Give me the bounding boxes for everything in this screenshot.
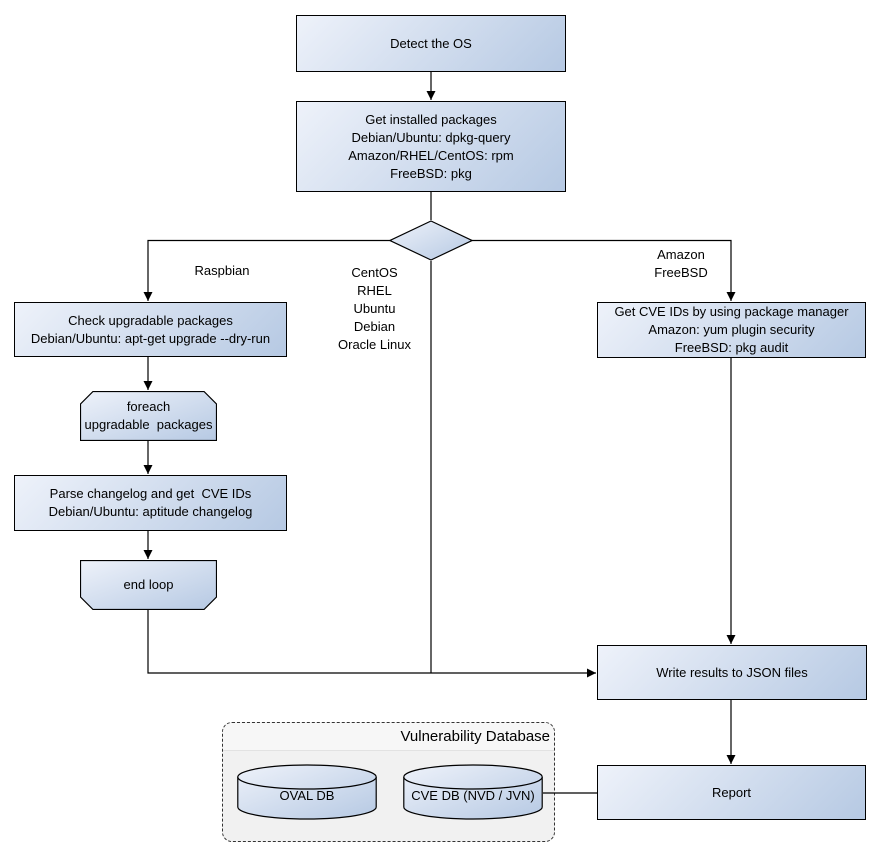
node-foreach-loop-label: foreach upgradable packages	[84, 399, 213, 432]
node-write-results: Write results to JSON files	[597, 645, 867, 700]
node-get-cve-ids-label: Get CVE IDs by using package manager Ama…	[614, 304, 849, 355]
node-end-loop-label: end loop	[123, 577, 174, 592]
cve-db-cylinder-top-edge	[403, 776, 543, 790]
foreach-loop-shape	[80, 391, 217, 441]
edge-decision-to-get-cve-ids	[470, 239, 736, 301]
node-write-results-label: Write results to JSON files	[656, 664, 808, 680]
oval-db-cylinder-shape	[237, 764, 377, 820]
edge-decision-to-check-upgradable	[143, 239, 392, 301]
branch-label-raspbian: Raspbian	[194, 263, 250, 278]
node-oval-db-label: OVAL DB	[279, 788, 335, 803]
node-end-loop: end loop	[80, 560, 217, 610]
node-get-cve-ids: Get CVE IDs by using package manager Ama…	[597, 302, 866, 358]
node-parse-changelog-label: Parse changelog and get CVE IDs Debian/U…	[48, 486, 253, 519]
node-get-installed-packages-label: Get installed packages Debian/Ubuntu: dp…	[348, 111, 514, 181]
node-report: Report	[597, 765, 866, 820]
vulnerability-database-titlebar	[223, 723, 554, 751]
node-report-label: Report	[711, 784, 752, 800]
cve-db-cylinder-shape	[403, 764, 543, 820]
node-check-upgradable-packages: Check upgradable packages Debian/Ubuntu:…	[14, 302, 287, 357]
node-foreach-loop-start: foreach upgradable packages	[80, 391, 217, 441]
vulnerability-database-title: Vulnerability Database	[400, 728, 550, 745]
oval-db-cylinder-top-edge	[237, 776, 377, 790]
node-cve-db-cylinder: CVE DB (NVD / JVN)	[403, 764, 543, 820]
node-parse-changelog: Parse changelog and get CVE IDs Debian/U…	[14, 475, 287, 531]
node-detect-os-label: Detect the OS	[390, 35, 472, 51]
branch-label-linux-family: CentOS RHEL Ubuntu Debian Oracle Linux	[338, 265, 411, 352]
node-check-upgradable-packages-label: Check upgradable packages Debian/Ubuntu:…	[30, 312, 271, 346]
branch-label-amazon-freebsd: Amazon FreeBSD	[654, 247, 708, 280]
edge-endloop-to-write-results	[147, 610, 596, 678]
node-get-installed-packages: Get installed packages Debian/Ubuntu: dp…	[296, 101, 566, 192]
end-loop-shape	[80, 560, 217, 610]
decision-diamond-shape	[389, 220, 473, 261]
node-oval-db-cylinder: OVAL DB	[237, 764, 377, 820]
node-os-decision-diamond	[389, 220, 473, 261]
node-cve-db-label: CVE DB (NVD / JVN)	[411, 788, 535, 803]
node-detect-os: Detect the OS	[296, 15, 566, 72]
